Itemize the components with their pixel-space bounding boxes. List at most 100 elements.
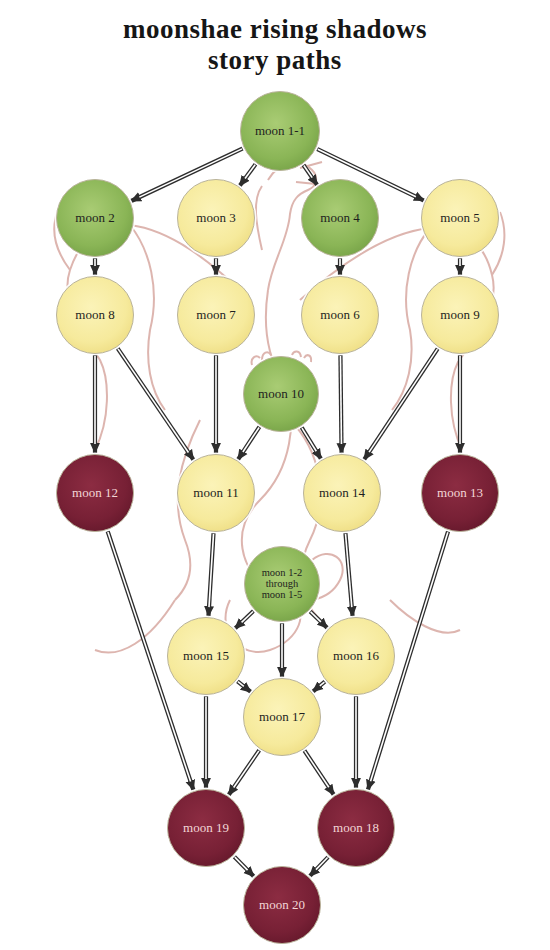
arrow-outline — [301, 427, 321, 459]
node-label: moon 18 — [333, 821, 379, 835]
arrow-outline — [303, 165, 317, 185]
story-node: moon 14 — [303, 454, 381, 532]
node-text-wrap: moon 8 — [65, 285, 124, 344]
arrow-outline — [240, 164, 256, 186]
arrow-inner — [346, 534, 352, 607]
node-label: moon 6 — [320, 308, 359, 322]
node-label: moon 8 — [75, 308, 114, 322]
node-label: moon 5 — [440, 211, 479, 225]
arrow-outline — [117, 348, 193, 460]
circle-fill — [245, 547, 320, 622]
arrow-inner — [235, 857, 248, 870]
story-arrow — [304, 750, 334, 794]
arrow-outline — [310, 611, 327, 628]
circle-halo — [239, 90, 322, 173]
diagram-title: moonshae rising shadows story paths — [115, 14, 435, 76]
arrow-outline — [234, 856, 254, 876]
story-node: moon 2 — [56, 179, 134, 257]
circle-halo — [55, 178, 136, 259]
story-node: moon 1-1 — [240, 91, 320, 171]
story-arrow — [460, 355, 461, 453]
node-text-wrap: moon 14 — [312, 463, 371, 522]
story-node: moon 4 — [301, 179, 379, 257]
arrow-inner — [281, 624, 283, 668]
node-text-wrap: moon 12 — [65, 463, 124, 522]
arrow-outline — [229, 750, 260, 795]
node-text-wrap: moon 3 — [186, 188, 245, 247]
arrow-outline — [354, 696, 358, 788]
story-arrow — [301, 427, 321, 459]
story-node: moon 12 — [56, 454, 134, 532]
story-node: moon 9 — [421, 276, 499, 354]
arrow-inner — [118, 349, 188, 453]
story-arrow — [117, 348, 193, 460]
circle-fill — [178, 180, 255, 257]
node-label: moon 19 — [183, 821, 229, 835]
node-text-wrap: moon 16 — [326, 626, 385, 685]
circle-halo — [420, 178, 501, 259]
circle-fill — [178, 455, 255, 532]
circle-halo — [316, 616, 397, 697]
arrow-inner — [459, 356, 461, 444]
arrow-inner — [243, 427, 259, 452]
node-text-wrap: moon 1-2 through moon 1-5 — [253, 555, 311, 613]
arrow-inner — [94, 259, 96, 266]
story-node: moon 15 — [167, 617, 245, 695]
arrow-inner — [340, 356, 343, 444]
story-node: moon 3 — [177, 179, 255, 257]
story-arrow — [206, 696, 207, 788]
arrow-inner — [209, 534, 213, 607]
arrow-outline — [458, 258, 462, 275]
node-text-wrap: moon 5 — [430, 188, 489, 247]
circle-fill — [318, 790, 395, 867]
story-node: moon 5 — [421, 179, 499, 257]
node-text-wrap: moon 1-1 — [250, 101, 311, 162]
story-arrow — [356, 696, 357, 788]
circle-halo — [242, 865, 323, 946]
circle-fill — [244, 867, 321, 944]
circle-halo — [242, 677, 323, 758]
circle-halo — [166, 616, 247, 697]
circle-fill — [241, 92, 320, 171]
story-arrow — [234, 856, 254, 876]
arrow-inner — [339, 259, 341, 266]
circle-halo — [420, 275, 501, 356]
circle-halo — [55, 275, 136, 356]
arrow-outline — [458, 355, 462, 453]
arrow-inner — [205, 697, 207, 779]
arrow-outline — [238, 427, 260, 460]
arrow-outline — [304, 750, 334, 794]
story-arrow — [303, 165, 317, 185]
arrow-outline — [313, 681, 325, 691]
story-arrow — [229, 750, 260, 795]
circle-halo — [176, 178, 257, 259]
arrow-inner — [215, 259, 217, 266]
circle-halo — [166, 788, 247, 869]
story-arrow — [238, 427, 260, 460]
story-node: moon 20 — [243, 866, 321, 944]
story-node: moon 6 — [301, 276, 379, 354]
circle-fill — [422, 180, 499, 257]
node-label: moon 10 — [258, 387, 304, 401]
story-arrow — [216, 355, 217, 453]
circle-fill — [57, 277, 134, 354]
node-text-wrap: moon 11 — [186, 463, 245, 522]
node-text-wrap: moon 20 — [252, 875, 311, 934]
circle-halo — [302, 453, 383, 534]
arrow-outline — [237, 681, 251, 692]
story-arrow — [95, 258, 96, 275]
story-arrow — [460, 258, 461, 275]
arrow-outline — [340, 355, 341, 453]
story-arrow — [216, 258, 217, 275]
circle-halo — [176, 453, 257, 534]
node-label: moon 3 — [196, 211, 235, 225]
arrow-outline — [204, 696, 208, 788]
circle-fill — [168, 618, 245, 695]
story-arrow — [208, 533, 213, 616]
arrow-outline — [345, 533, 352, 616]
node-label: moon 16 — [333, 649, 379, 663]
circle-fill — [304, 455, 381, 532]
arrow-outline — [310, 857, 329, 876]
node-label: moon 12 — [72, 486, 118, 500]
